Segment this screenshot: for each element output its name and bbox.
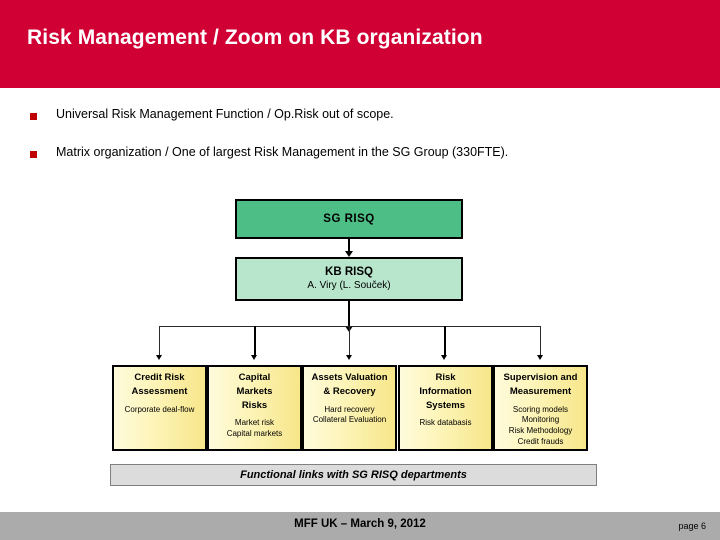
detail-line: Corporate deal-flow <box>124 404 195 414</box>
page-title: Risk Management / Zoom on KB organizatio… <box>27 26 483 49</box>
connector-sg-to-kb-arrowhead <box>345 251 353 257</box>
org-node-assets-valuation-recovery-title: Assets Valuation & Recovery <box>308 371 390 399</box>
detail-line: Scoring models <box>512 404 569 414</box>
org-node-assets-valuation-recovery-details: Hard recovery Collateral Evaluation <box>311 405 388 427</box>
title-line: Assessment <box>131 385 188 397</box>
org-node-credit-risk-assessment: Credit Risk Assessment Corporate deal-fl… <box>112 365 207 451</box>
detail-line: Monitoring <box>521 415 560 425</box>
org-node-supervision-measurement-details: Scoring models Monitoring Risk Methodolo… <box>507 405 575 448</box>
org-node-assets-valuation-recovery: Assets Valuation & Recovery Hard recover… <box>302 365 397 451</box>
detail-line: Hard recovery <box>324 404 375 414</box>
title-line: Assets Valuation <box>311 372 388 383</box>
functional-links-bar: Functional links with SG RISQ department… <box>110 464 597 486</box>
connector-branch-1 <box>159 326 160 357</box>
title-line: Capital <box>238 372 271 383</box>
title-line: Information <box>419 385 472 397</box>
org-node-supervision-measurement-title: Supervision and Measurement <box>501 371 581 399</box>
connector-branch-5-arrowhead <box>537 355 543 360</box>
title-line: Systems <box>425 399 466 411</box>
footer-title: MFF UK – March 9, 2012 <box>294 518 426 530</box>
org-node-capital-markets-risks: Capital Markets Risks Market risk Capita… <box>207 365 302 451</box>
detail-line: Risk Methodology <box>508 426 573 436</box>
connector-branch-2-arrowhead <box>251 355 257 360</box>
title-line: Supervision and <box>503 372 578 383</box>
bullet-text-2: Matrix organization / One of largest Ris… <box>56 145 509 159</box>
connector-branch-2 <box>254 326 256 357</box>
connector-branch-5 <box>540 326 541 357</box>
connector-horizontal-bus <box>159 326 541 327</box>
org-node-credit-risk-assessment-details: Corporate deal-flow <box>123 405 197 416</box>
title-line: Risk <box>435 372 456 383</box>
footer-page-number: page 6 <box>678 521 706 531</box>
org-node-sg-risq: SG RISQ <box>235 199 463 239</box>
org-node-risk-information-systems: Risk Information Systems Risk databasis <box>398 365 493 451</box>
title-line: Measurement <box>509 385 572 397</box>
connector-branch-3-arrowhead <box>346 355 352 360</box>
square-bullet-icon <box>30 151 37 158</box>
bullet-text-1: Universal Risk Management Function / Op.… <box>56 107 394 121</box>
connector-branch-4 <box>444 326 446 357</box>
org-node-capital-markets-risks-title: Capital Markets Risks <box>234 371 276 412</box>
org-node-capital-markets-risks-details: Market risk Capital markets <box>225 418 285 440</box>
org-node-kb-risq-subtitle: A. Viry (L. Souček) <box>307 280 391 292</box>
title-line: Credit Risk <box>134 372 185 383</box>
title-line: Markets <box>236 385 273 397</box>
connector-branch-1-arrowhead <box>156 355 162 360</box>
title-line: Risks <box>241 399 268 411</box>
connector-kb-trunk <box>348 301 350 328</box>
title-line: & Recovery <box>323 385 376 397</box>
detail-line: Capital markets <box>226 429 283 439</box>
connector-branch-3 <box>349 326 350 357</box>
square-bullet-icon <box>30 113 37 120</box>
org-node-kb-risq: KB RISQ A. Viry (L. Souček) <box>235 257 463 301</box>
detail-line: Credit frauds <box>517 436 564 446</box>
detail-line: Risk databasis <box>419 418 472 428</box>
bullet-item-1: Universal Risk Management Function / Op.… <box>30 107 394 122</box>
bullet-item-2: Matrix organization / One of largest Ris… <box>30 145 508 160</box>
footer-bar <box>0 512 720 540</box>
org-node-credit-risk-assessment-title: Credit Risk Assessment <box>129 371 191 399</box>
org-node-supervision-measurement: Supervision and Measurement Scoring mode… <box>493 365 588 451</box>
connector-branch-4-arrowhead <box>441 355 447 360</box>
detail-line: Collateral Evaluation <box>312 415 387 425</box>
org-node-kb-risq-title: KB RISQ <box>325 266 373 279</box>
title-banner <box>0 0 720 88</box>
functional-links-label: Functional links with SG RISQ department… <box>240 469 467 481</box>
org-node-risk-information-systems-details: Risk databasis <box>417 418 473 429</box>
detail-line: Market risk <box>234 418 275 428</box>
connector-sg-to-kb <box>348 239 350 252</box>
org-node-risk-information-systems-title: Risk Information Systems <box>416 371 474 412</box>
org-node-sg-risq-title: SG RISQ <box>323 213 375 225</box>
